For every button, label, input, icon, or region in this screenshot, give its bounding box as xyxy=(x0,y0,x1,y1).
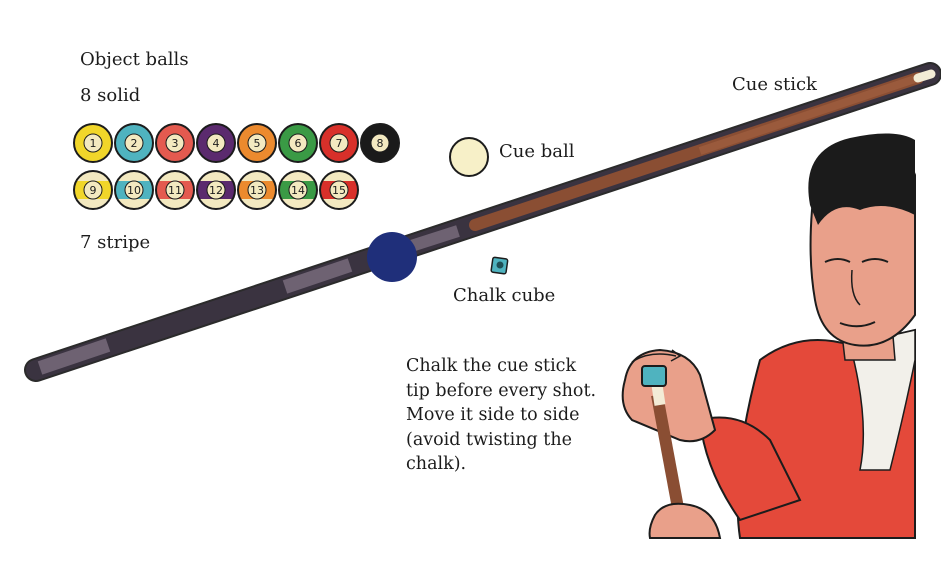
ball-number: 13 xyxy=(250,184,264,197)
stripe-ball: 13 xyxy=(237,170,277,210)
solid-ball: 8 xyxy=(360,123,400,163)
ball-number: 15 xyxy=(332,184,346,197)
cue-stick-label: Cue stick xyxy=(732,74,817,95)
man-chalking-illustration xyxy=(621,133,916,539)
solid-ball: 6 xyxy=(278,123,318,163)
cue-ball xyxy=(449,137,489,177)
instruction-line: (avoid twisting the xyxy=(406,429,572,450)
chalk-cube xyxy=(490,256,509,275)
solid-label: 8 solid xyxy=(80,85,141,106)
solid-ball: 4 xyxy=(196,123,236,163)
instruction-line: tip before every shot. xyxy=(406,380,597,401)
ball-number: 1 xyxy=(90,137,97,150)
instruction-line: Move it side to side xyxy=(406,405,580,425)
ball-number: 3 xyxy=(172,137,179,150)
ball-number: 5 xyxy=(254,137,261,150)
stripe-balls-row: 9 10 11 12 13 14 15 xyxy=(73,170,359,210)
cue-stick xyxy=(24,62,941,382)
ball-number: 7 xyxy=(336,137,343,150)
ball-number: 2 xyxy=(131,137,138,150)
blue-ball xyxy=(367,232,417,282)
chalk-cube-label: Chalk cube xyxy=(453,285,556,306)
ball-number: 6 xyxy=(295,137,302,150)
solid-ball: 2 xyxy=(114,123,154,163)
stripe-label: 7 stripe xyxy=(80,232,151,253)
ball-number: 8 xyxy=(377,137,384,150)
solid-ball: 1 xyxy=(73,123,113,163)
stripe-ball: 12 xyxy=(196,170,236,210)
instruction-line: chalk). xyxy=(406,454,467,474)
ball-number: 10 xyxy=(127,184,141,197)
stripe-ball: 15 xyxy=(319,170,359,210)
chalking-instructions: Chalk the cue stick tip before every sho… xyxy=(406,354,616,477)
ball-number: 4 xyxy=(213,137,220,150)
object-balls-label: Object balls xyxy=(80,49,189,70)
stripe-ball: 11 xyxy=(155,170,195,210)
stripe-ball: 10 xyxy=(114,170,154,210)
solid-ball: 3 xyxy=(155,123,195,163)
ball-number: 11 xyxy=(168,184,182,197)
solid-ball: 5 xyxy=(237,123,277,163)
instruction-line: Chalk the cue stick xyxy=(406,356,577,376)
ball-number: 14 xyxy=(291,184,305,197)
solid-ball: 7 xyxy=(319,123,359,163)
solid-balls-row: 1 2 3 4 5 6 7 8 xyxy=(73,123,400,163)
stripe-ball: 14 xyxy=(278,170,318,210)
ball-number: 12 xyxy=(209,184,223,197)
ball-number: 9 xyxy=(90,184,97,197)
stripe-ball: 9 xyxy=(73,170,113,210)
cue-ball-label: Cue ball xyxy=(499,141,575,162)
